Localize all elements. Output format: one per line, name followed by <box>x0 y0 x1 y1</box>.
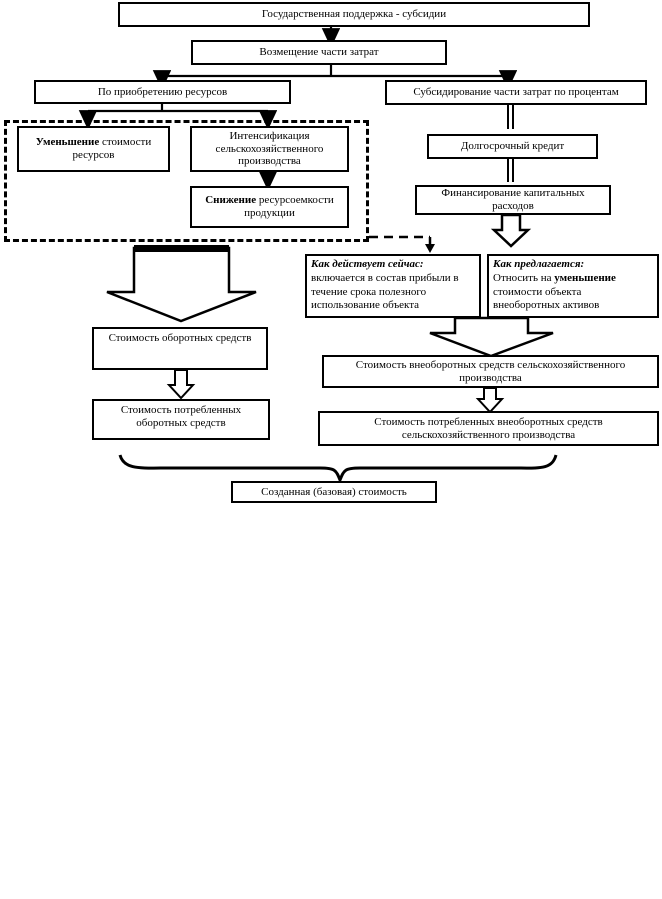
hollow-arrow-left-big <box>106 246 257 323</box>
box-resource-cost-reduction[interactable]: Уменьшение стоимости ресурсов <box>17 126 170 172</box>
box-resource-intensity-line1: Снижение ресурсоемкости <box>205 194 334 207</box>
arrow-current-to-consumed <box>166 369 196 400</box>
box-capital-financing-line2: расходов <box>492 200 534 212</box>
box-created-value[interactable]: Созданная (базовая) стоимость <box>231 481 437 503</box>
hollow-arrow-left-cap <box>134 245 229 252</box>
box-current-assets-value[interactable]: Стоимость оборотных средств <box>92 327 268 370</box>
hollow-arrow-right-big <box>429 316 554 358</box>
dashed-connector-to-current-practice <box>369 235 435 253</box>
box-proposed-practice-line3: внеоборотных активов <box>493 299 600 312</box>
box-resource-cost-reduction-rest: стоимости <box>99 136 152 149</box>
box-resource-acquisition[interactable]: По приобретению ресурсов <box>34 80 291 104</box>
box-intensification-line3: производства <box>238 155 301 168</box>
box-resource-acquisition-label: По приобретению ресурсов <box>97 85 228 98</box>
box-resource-intensity[interactable]: Снижение ресурсоемкости продукции <box>190 186 349 228</box>
box-current-practice-header: Как действует сейчас: <box>311 258 424 270</box>
box-intensification[interactable]: Интенсификация сельскохозяйственного про… <box>190 126 349 172</box>
box-cost-reimbursement-label: Возмещение части затрат <box>259 46 379 59</box>
box-noncurrent-assets-value-line2: производства <box>459 371 522 384</box>
box-current-practice[interactable]: Как действует сейчас: включается в соста… <box>305 254 481 318</box>
box-proposed-practice-line2: стоимости объекта <box>493 285 582 298</box>
box-proposed-practice-header: Как предлагается: <box>493 258 585 270</box>
box-current-practice-line1: включается в состав прибыли в <box>311 271 459 284</box>
box-current-practice-line3: использование объекта <box>311 299 420 312</box>
box-consumed-noncurrent-assets-line1: Стоимость потребленных внеоборотных сред… <box>374 415 603 428</box>
box-resource-intensity-bold: Снижение <box>205 194 257 207</box>
box-resource-cost-reduction-line1: Уменьшение стоимости <box>36 136 151 149</box>
box-state-support[interactable]: Государственная поддержка - субсидии <box>118 2 590 27</box>
box-capital-financing-line1: Финансирование капитальных <box>441 187 585 200</box>
box-consumed-current-assets-line1: Стоимость потребленных <box>120 404 242 416</box>
box-consumed-current-assets-line2: оборотных средств <box>136 416 226 429</box>
box-current-practice-line2: течение срока полезного <box>311 285 427 298</box>
box-long-term-credit[interactable]: Долгосрочный кредит <box>427 134 598 159</box>
bottom-brace <box>118 454 558 485</box>
box-interest-subsidy-label: Субсидирование части затрат по процентам <box>413 86 619 99</box>
box-noncurrent-assets-value[interactable]: Стоимость внеоборотных средств сельскохо… <box>322 355 659 388</box>
box-consumed-noncurrent-assets[interactable]: Стоимость потребленных внеоборотных сред… <box>318 411 659 446</box>
box-current-assets-value-label: Стоимость оборотных средств <box>108 332 252 344</box>
box-intensification-line1: Интенсификация <box>229 130 310 143</box>
box-resource-cost-reduction-bold: Уменьшение <box>35 136 100 149</box>
box-state-support-label: Государственная поддержка - субсидии <box>261 8 447 21</box>
box-proposed-practice-line1-bold: уменьшение <box>554 271 616 284</box>
box-proposed-practice[interactable]: Как предлагается: Относить на уменьшение… <box>487 254 659 318</box>
box-proposed-practice-line1: Относить на уменьшение <box>493 272 616 286</box>
hollow-arrow-financing-down <box>490 213 532 248</box>
box-resource-intensity-line2: продукции <box>244 207 295 219</box>
box-capital-financing[interactable]: Финансирование капитальных расходов <box>415 185 611 215</box>
box-interest-subsidy[interactable]: Субсидирование части затрат по процентам <box>385 80 647 105</box>
box-consumed-current-assets[interactable]: Стоимость потребленных оборотных средств <box>92 399 270 440</box>
box-cost-reimbursement[interactable]: Возмещение части затрат <box>191 40 447 65</box>
connector-rightbranch-to-credit <box>507 105 514 129</box>
box-intensification-line2: сельскохозяйственного <box>215 142 324 155</box>
box-resource-cost-reduction-line2: ресурсов <box>72 149 115 161</box>
box-noncurrent-assets-value-line1: Стоимость внеоборотных средств сельскохо… <box>355 358 626 371</box>
dashed-group-region <box>4 120 369 242</box>
box-proposed-practice-line1-a: Относить на <box>493 271 555 284</box>
box-resource-intensity-rest: ресурсоемкости <box>256 194 334 207</box>
connector-credit-to-financing <box>507 159 514 182</box>
box-consumed-noncurrent-assets-line2: сельскохозяйственного производства <box>401 428 576 441</box>
box-long-term-credit-label: Долгосрочный кредит <box>460 140 565 153</box>
arrow-noncurrent-to-consumed <box>475 387 505 414</box>
box-created-value-label: Созданная (базовая) стоимость <box>261 485 407 498</box>
